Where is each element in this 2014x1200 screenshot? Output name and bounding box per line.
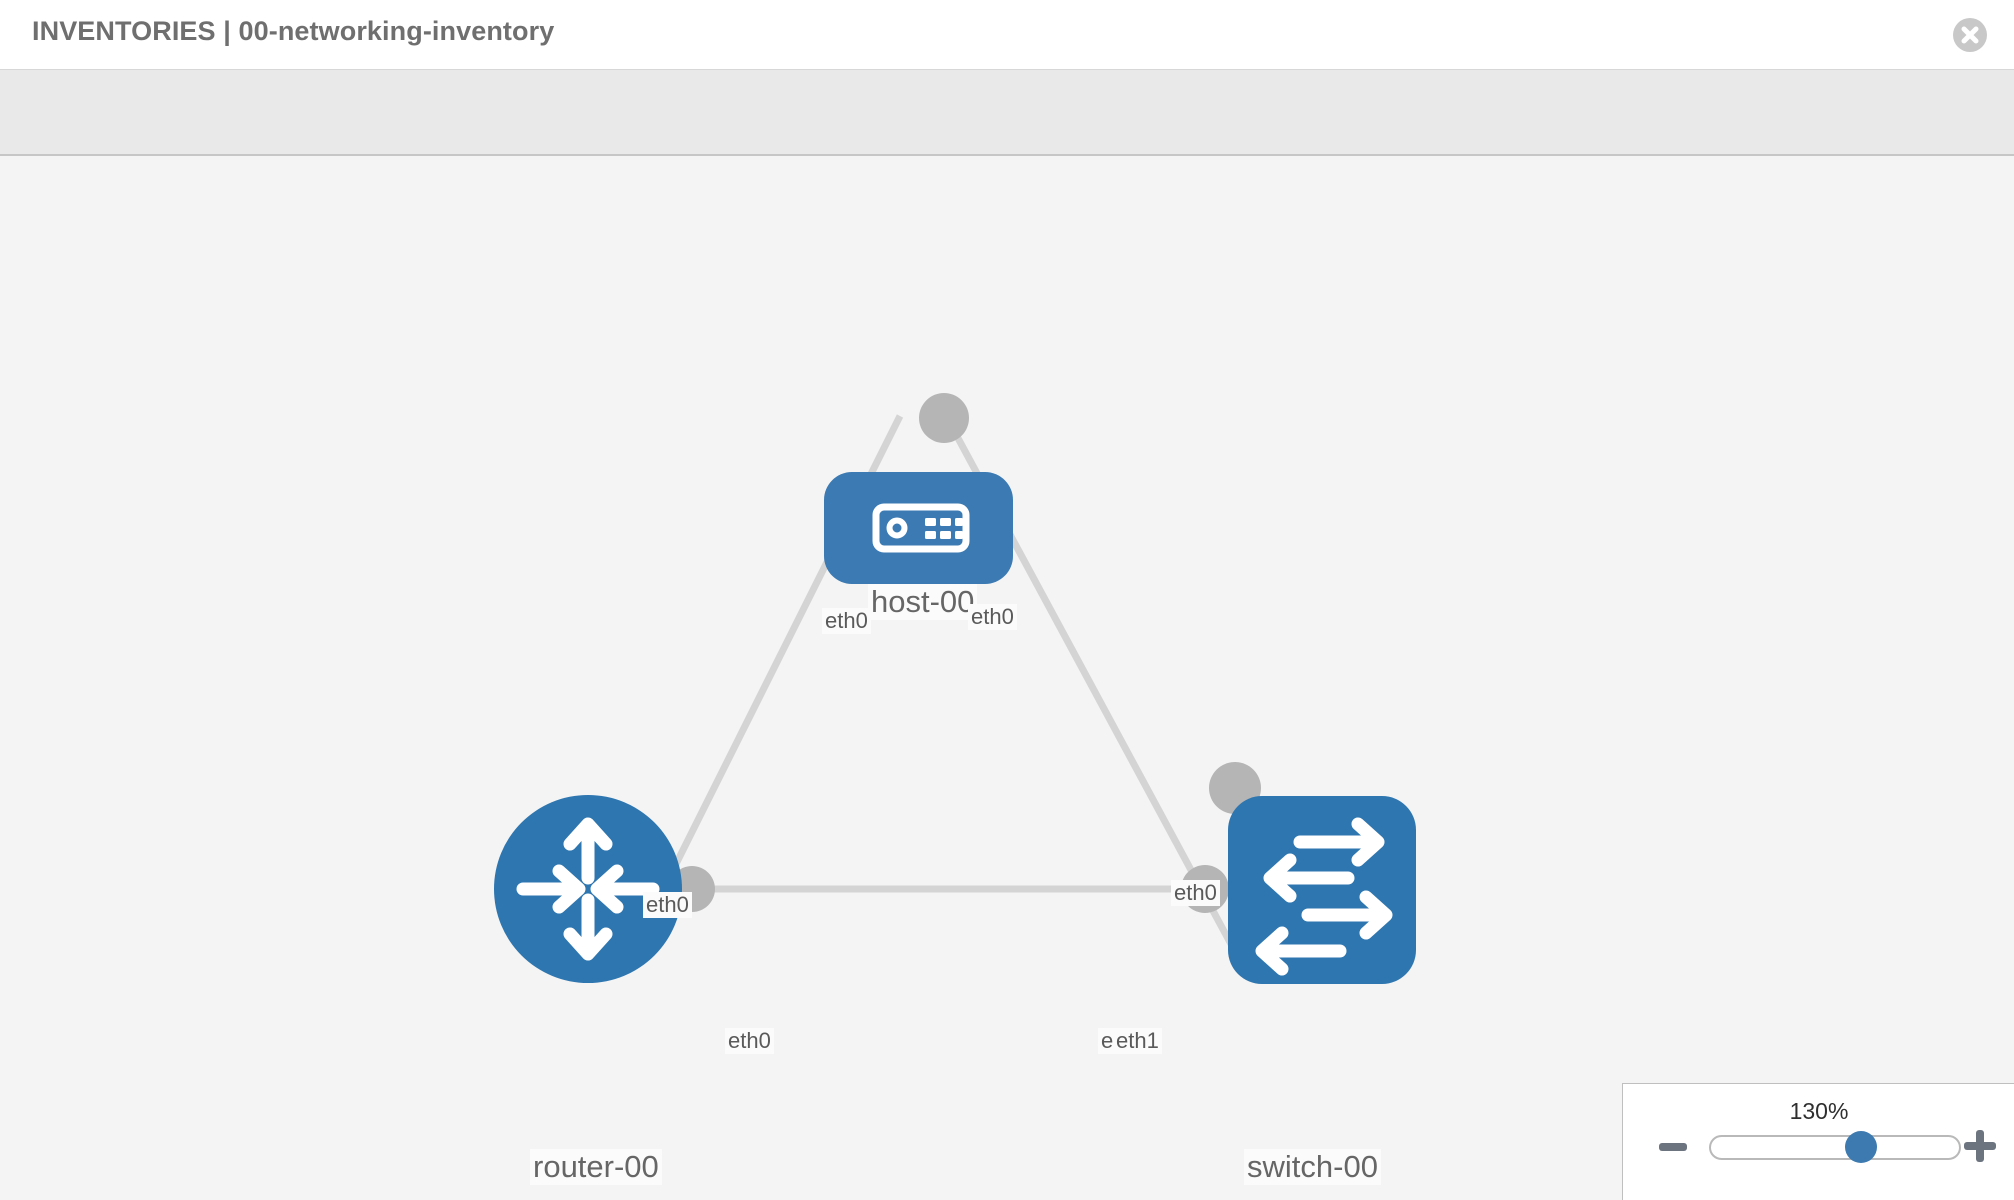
iface-label-switch-up: eth0 <box>1171 880 1220 907</box>
node-label-switch-00: switch-00 <box>1244 1149 1381 1186</box>
node-router-00 <box>494 795 682 983</box>
zoom-slider-track[interactable] <box>1709 1135 1961 1160</box>
topology-graph <box>494 393 1416 984</box>
zoom-control-panel: 130% <box>1622 1083 2014 1200</box>
iface-label-switch-left: eth1 <box>1113 1028 1162 1055</box>
node-label-host-00: host-00 <box>868 584 978 621</box>
node-label-router-00: router-00 <box>530 1149 662 1186</box>
topology-canvas[interactable]: eth0 host-00 eth0 eth0 eth0 router-00 et… <box>0 156 2014 1200</box>
iface-label-host-left: eth0 <box>822 608 871 635</box>
iface-label-router-up: eth0 <box>643 892 692 919</box>
node-host-00 <box>824 472 1013 584</box>
window-header: INVENTORIES | 00-networking-inventory <box>0 0 2014 70</box>
zoom-out-button[interactable] <box>1657 1132 1689 1162</box>
router-arrows-icon <box>516 817 660 961</box>
node-switch-00 <box>1228 796 1416 984</box>
toolbar: ACTIONS SEARCH <box>0 70 2014 209</box>
iface-label-host-right: eth0 <box>968 604 1017 631</box>
server-icon <box>872 503 970 553</box>
zoom-slider-thumb[interactable] <box>1845 1131 1878 1163</box>
port-host-bottom <box>919 393 969 443</box>
iface-label-router-right: eth0 <box>725 1028 774 1055</box>
page-title: INVENTORIES | 00-networking-inventory <box>32 16 555 46</box>
switch-arrows-icon <box>1255 817 1393 976</box>
zoom-in-button[interactable] <box>1962 1128 1998 1164</box>
zoom-level-label: 130% <box>1789 1098 1849 1124</box>
close-icon[interactable] <box>1953 18 1987 52</box>
